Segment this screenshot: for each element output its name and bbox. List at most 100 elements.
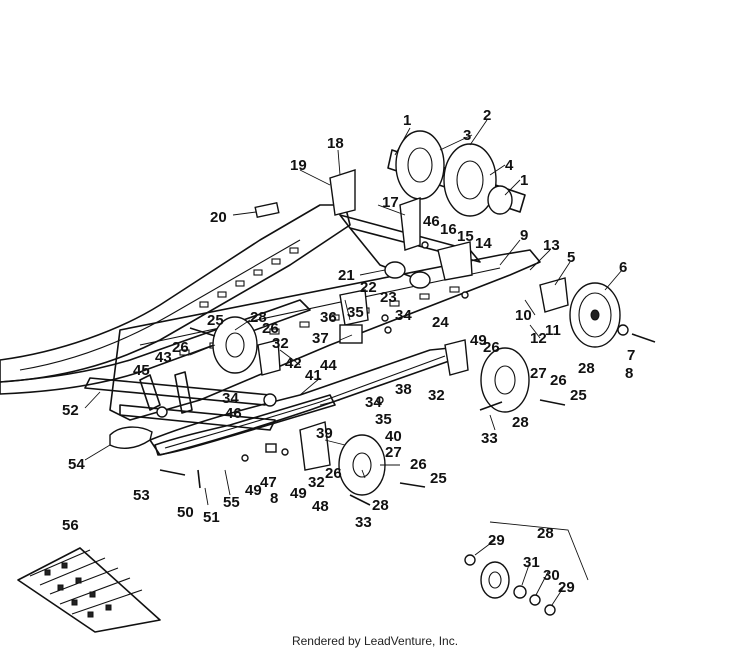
callout-26: 26 [483, 339, 500, 356]
cross-shaft-upper [339, 214, 481, 281]
callout-18: 18 [327, 135, 344, 152]
callout-28: 28 [372, 497, 389, 514]
callout-11: 11 [545, 322, 561, 339]
callout-31: 31 [523, 554, 540, 571]
callout-51: 51 [203, 509, 220, 526]
callout-7: 7 [627, 347, 635, 364]
callout-2: 2 [483, 107, 491, 124]
lower-wheel [338, 434, 386, 496]
callout-50: 50 [177, 504, 194, 521]
middle-wheel-right [444, 339, 530, 413]
callout-26: 26 [262, 320, 279, 337]
callout-32: 32 [308, 474, 325, 491]
callout-29: 29 [558, 579, 575, 596]
callout-55: 55 [223, 494, 240, 511]
callout-26: 26 [410, 456, 427, 473]
callout-5: 5 [567, 249, 575, 266]
callout-36: 36 [320, 309, 337, 326]
callout-49: 49 [470, 332, 487, 349]
wheel-detail [464, 521, 589, 616]
callout-28: 28 [512, 414, 529, 431]
callout-1: 1 [403, 112, 411, 129]
callout-16: 16 [440, 221, 457, 238]
callout-26: 26 [325, 465, 342, 482]
callout-39: 39 [316, 425, 333, 442]
callout-32: 32 [272, 335, 289, 352]
callout-25: 25 [570, 387, 587, 404]
callout-38: 38 [395, 381, 412, 398]
callout-25: 25 [207, 312, 224, 329]
callout-15: 15 [457, 228, 474, 245]
callout-17: 17 [382, 194, 399, 211]
callout-26: 26 [172, 339, 189, 356]
callout-27: 27 [530, 365, 547, 382]
callout-8: 8 [270, 490, 278, 507]
rendered-by-footer: Rendered by LeadVenture, Inc. [291, 634, 459, 648]
callout-56: 56 [62, 517, 79, 534]
callout-47: 47 [260, 474, 277, 491]
callout-27: 27 [385, 444, 402, 461]
callout-35: 35 [375, 411, 392, 428]
callout-23: 23 [380, 289, 397, 306]
callout-49: 49 [245, 482, 262, 499]
callout-12: 12 [530, 330, 547, 347]
callout-46: 46 [423, 213, 440, 230]
callout-8: 8 [625, 365, 633, 382]
upper-brackets [329, 169, 473, 281]
callout-1: 1 [520, 172, 528, 189]
right-idler-wheel-assembly [539, 277, 656, 348]
track-section [17, 547, 161, 633]
callout-19: 19 [290, 157, 307, 174]
callout-20: 20 [210, 209, 227, 226]
callout-33: 33 [481, 430, 498, 447]
callout-26: 26 [550, 372, 567, 389]
callout-43: 43 [155, 349, 172, 366]
callout-30: 30 [543, 567, 560, 584]
callout-labels: 1 2 3 4 1 18 19 17 20 46 16 15 14 9 13 5… [62, 107, 635, 596]
callout-6: 6 [619, 259, 627, 276]
callout-42: 42 [285, 355, 302, 372]
decal [254, 201, 280, 219]
callout-28: 28 [537, 525, 554, 542]
callout-40: 40 [385, 428, 402, 445]
callout-24: 24 [432, 314, 449, 331]
callout-52: 52 [62, 402, 79, 419]
callout-22: 22 [360, 279, 377, 296]
callout-32: 32 [428, 387, 445, 404]
leader-lines [84, 119, 623, 606]
callout-3: 3 [463, 127, 471, 144]
callout-34: 34 [395, 307, 412, 324]
callout-34: 34 [365, 394, 382, 411]
middle-wheel-left [212, 316, 281, 376]
callout-45: 45 [133, 362, 150, 379]
callout-34: 34 [222, 390, 239, 407]
callout-46: 46 [225, 405, 242, 422]
callout-28: 28 [578, 360, 595, 377]
callout-54: 54 [68, 456, 85, 473]
callout-10: 10 [515, 307, 532, 324]
front-bumper [109, 426, 153, 449]
callout-41: 41 [305, 367, 322, 384]
rear-axle-assembly [387, 130, 526, 217]
callout-35: 35 [347, 304, 364, 321]
spacers [384, 261, 431, 289]
lower-slider [154, 394, 336, 456]
callout-33: 33 [355, 514, 372, 531]
callout-49: 49 [290, 485, 307, 502]
front-slide-rail [0, 299, 311, 395]
callout-13: 13 [543, 237, 560, 254]
callout-48: 48 [312, 498, 329, 515]
callout-25: 25 [430, 470, 447, 487]
callout-21: 21 [338, 267, 355, 284]
callout-28: 28 [250, 309, 267, 326]
callout-53: 53 [133, 487, 150, 504]
callout-37: 37 [312, 330, 329, 347]
front-arm-assembly [84, 371, 277, 431]
hardware [159, 241, 566, 506]
callout-14: 14 [475, 235, 492, 252]
callout-9: 9 [520, 227, 528, 244]
callout-29: 29 [488, 532, 505, 549]
callout-4: 4 [505, 157, 514, 174]
shock-bracket [299, 289, 369, 471]
